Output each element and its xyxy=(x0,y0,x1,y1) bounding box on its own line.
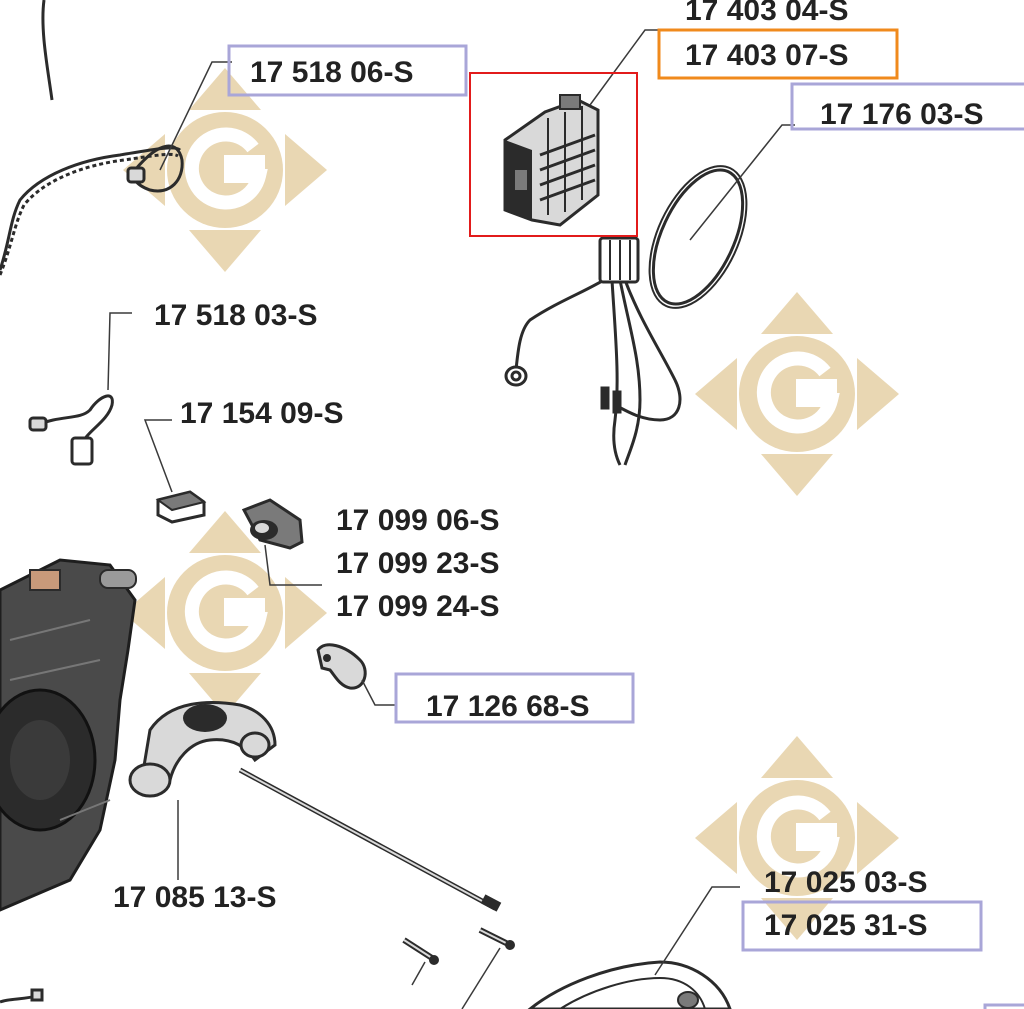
part-number-label[interactable]: 17 176 03-S xyxy=(820,98,983,131)
part-number-label-selected[interactable]: 17 403 07-S xyxy=(685,39,848,72)
part-number-label[interactable]: 17 085 13-S xyxy=(113,881,276,914)
knob-part xyxy=(241,498,304,550)
part-link-box xyxy=(394,672,635,724)
control-module-part xyxy=(503,94,600,227)
screw-part xyxy=(402,927,515,965)
part-link-box xyxy=(227,44,468,97)
switch-bracket-part xyxy=(128,701,502,912)
clamp-part xyxy=(316,643,367,690)
wiring-harness-part xyxy=(504,165,748,466)
part-number-label[interactable]: 17 099 06-S xyxy=(336,504,499,537)
selected-part-highlight xyxy=(469,72,638,237)
g-logo-watermark-icon xyxy=(695,292,899,496)
selected-part-box xyxy=(657,28,899,80)
part-number-label[interactable]: 17 403 04-S xyxy=(685,0,848,27)
part-link-box xyxy=(741,900,983,952)
clip-part xyxy=(155,490,207,524)
engine-casing-part xyxy=(0,558,137,912)
part-link-box xyxy=(983,1003,1024,1009)
leader-lines xyxy=(107,29,795,1009)
terminal-part xyxy=(0,988,44,1004)
part-number-label[interactable]: 17 126 68-S xyxy=(426,690,589,723)
sensor-wire-part xyxy=(28,394,114,466)
part-number-label[interactable]: 17 099 23-S xyxy=(336,547,499,580)
part-number-label[interactable]: 17 518 03-S xyxy=(154,299,317,332)
wire-harness-top-left xyxy=(0,0,184,276)
part-number-label[interactable]: 17 025 31-S xyxy=(764,909,927,942)
part-number-label[interactable]: 17 099 24-S xyxy=(336,590,499,623)
flywheel-part xyxy=(527,960,732,1009)
part-number-label[interactable]: 17 518 06-S xyxy=(250,56,413,89)
part-number-label[interactable]: 17 025 03-S xyxy=(764,866,927,899)
g-logo-watermark-icon xyxy=(123,68,327,272)
part-number-label[interactable]: 17 154 09-S xyxy=(180,397,343,430)
part-link-box xyxy=(790,82,1024,131)
